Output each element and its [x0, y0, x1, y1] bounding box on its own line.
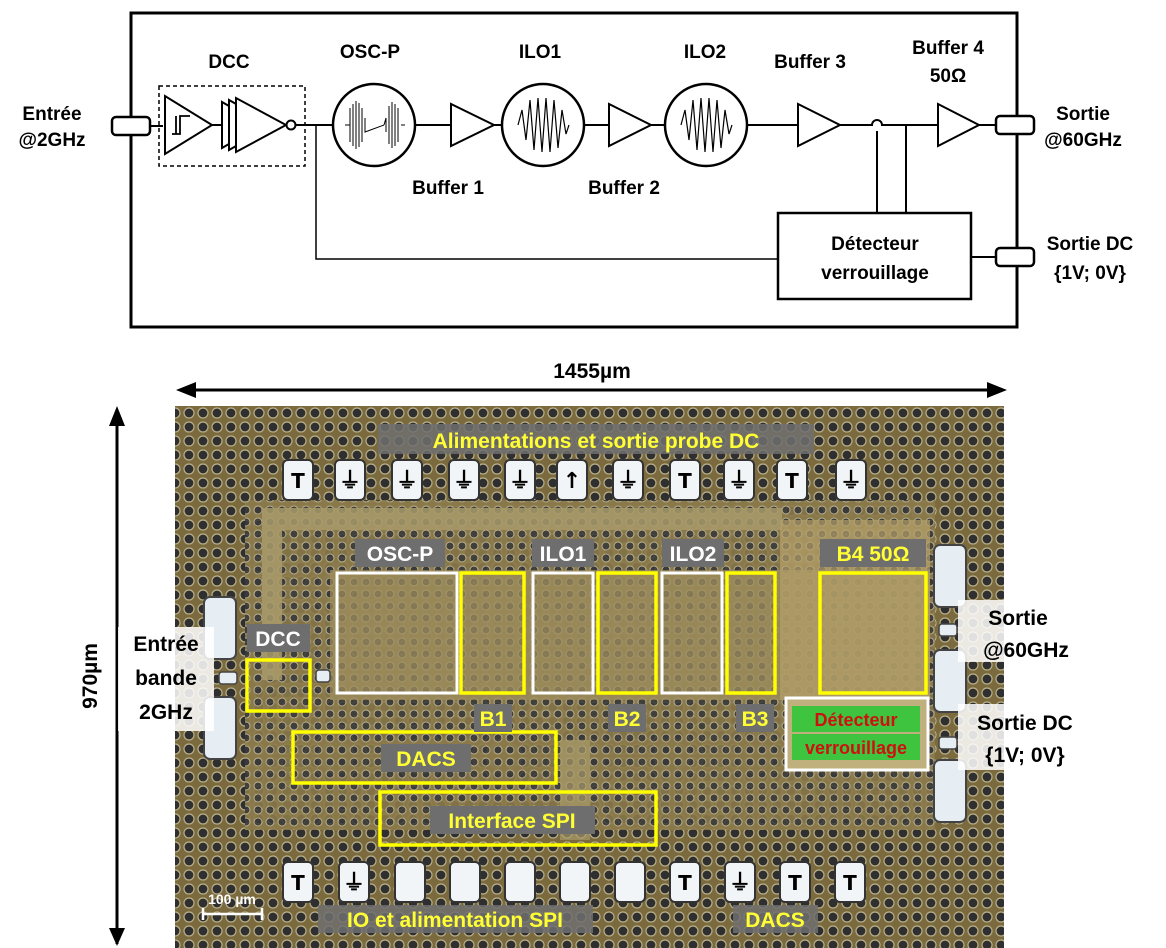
scale-bar-label: 100 µm: [208, 891, 256, 907]
bottom-pad: [395, 862, 425, 902]
buffer-2-icon: [609, 104, 651, 146]
spi-label: Interface SPI: [448, 810, 575, 833]
bottom-pad: [560, 862, 590, 902]
side-output-label-2: @60GHz: [983, 639, 1069, 662]
dc-output-label-2: {1V; 0V}: [1054, 263, 1126, 284]
input-label-1: Entrée: [22, 104, 81, 125]
top-pads-caption: Alimentations et sortie probe DC: [433, 430, 760, 453]
bottom-pad: [615, 862, 645, 902]
side-output-label-1: Sortie: [988, 607, 1048, 630]
output-label-2: @60GHz: [1044, 130, 1122, 151]
dc-output-port: [996, 248, 1034, 266]
top-pad-symbol: ⏚: [339, 469, 361, 494]
ilo2-title: ILO2: [684, 42, 726, 63]
dc-output-label-1: Sortie DC: [1047, 234, 1134, 255]
bottom-pad-symbol: T: [291, 871, 305, 895]
b1-label: B1: [480, 708, 507, 731]
block-diagram: Entrée @2GHz DCC OSC-P Buffer 1 ILO1: [18, 13, 1133, 327]
io-spi-label: IO et alimentation SPI: [347, 909, 563, 932]
b4-label: B4 50Ω: [837, 543, 910, 566]
side-dc-label-1: Sortie DC: [977, 712, 1073, 735]
top-pad-symbol: ↑: [563, 469, 581, 494]
dacs-bottom-label: DACS: [745, 909, 805, 932]
ilo1-circle: [502, 84, 584, 166]
buffer-4-icon: [938, 104, 979, 146]
top-pad-symbol: T: [291, 469, 305, 493]
bottom-pad-symbol: ⏚: [729, 871, 751, 896]
bottom-pad: [450, 862, 480, 902]
dcc-title: DCC: [208, 52, 249, 73]
bottom-pad-symbol: ⏚: [343, 871, 365, 896]
height-label: 970µm: [79, 643, 102, 709]
bottom-pad-symbol: T: [678, 871, 692, 895]
ilo2-label: ILO2: [670, 543, 717, 566]
bottom-pad-symbol: T: [788, 871, 802, 895]
die-photo-section: 1455µm 970µm Alimentations et sortie pro…: [79, 360, 1088, 948]
top-pad-symbol: ⏚: [840, 469, 862, 494]
output-label-1: Sortie: [1056, 104, 1110, 125]
osc-p-label: OSC-P: [367, 543, 434, 566]
ilo2-circle: [665, 84, 747, 166]
buffer-2-label: Buffer 2: [588, 178, 660, 199]
buffer-3-title: Buffer 3: [774, 52, 846, 73]
input-pad-signal: [219, 672, 237, 684]
buffer-1-icon: [451, 104, 494, 146]
side-input-label-3: 2GHz: [139, 701, 193, 724]
input-label-2: @2GHz: [18, 130, 85, 151]
detector-box: [778, 213, 971, 299]
top-pad-symbol: ⏚: [617, 469, 639, 494]
output-pad-1: [934, 545, 966, 607]
detector-label-1: Détecteur: [831, 234, 919, 255]
bottom-pad-symbol: T: [843, 871, 857, 895]
width-label: 1455µm: [553, 360, 631, 383]
dcc-label: DCC: [255, 628, 301, 651]
input-port: [112, 117, 150, 135]
side-input-label-2: bande: [135, 667, 197, 690]
buffer-4-impedance: 50Ω: [930, 66, 966, 87]
output-port: [996, 116, 1034, 134]
ilo1-title: ILO1: [519, 42, 562, 63]
buffer-1-label: Buffer 1: [412, 178, 484, 199]
schmitt-trigger-icon: [165, 96, 212, 154]
inverter-chain-icon: [222, 98, 296, 152]
detector-label-2: verrouillage: [821, 263, 929, 284]
top-pad-symbol: ⏚: [728, 469, 750, 494]
top-pad-symbol: T: [785, 469, 799, 493]
osc-p-title: OSC-P: [340, 42, 401, 63]
top-pad-symbol: T: [678, 469, 692, 493]
b2-label: B2: [614, 708, 641, 731]
top-pad-symbol: ⏚: [453, 469, 475, 494]
ilo1-label: ILO1: [540, 543, 587, 566]
detector-label-1: Détecteur: [814, 710, 897, 730]
buffer-3-icon: [798, 104, 840, 146]
output-pad-signal: [939, 624, 957, 636]
detector-label-2: verrouillage: [805, 738, 907, 758]
side-input-label-1: Entrée: [133, 633, 198, 656]
side-dc-label-2: {1V; 0V}: [985, 744, 1064, 767]
bottom-pad: [505, 862, 535, 902]
dc-output-pad: [939, 737, 957, 749]
buffer-4-title: Buffer 4: [912, 38, 984, 59]
top-pad-symbol: ⏚: [396, 469, 418, 494]
top-pad-symbol: ⏚: [509, 469, 531, 494]
dacs-label: DACS: [396, 748, 456, 771]
b3-label: B3: [742, 708, 769, 731]
